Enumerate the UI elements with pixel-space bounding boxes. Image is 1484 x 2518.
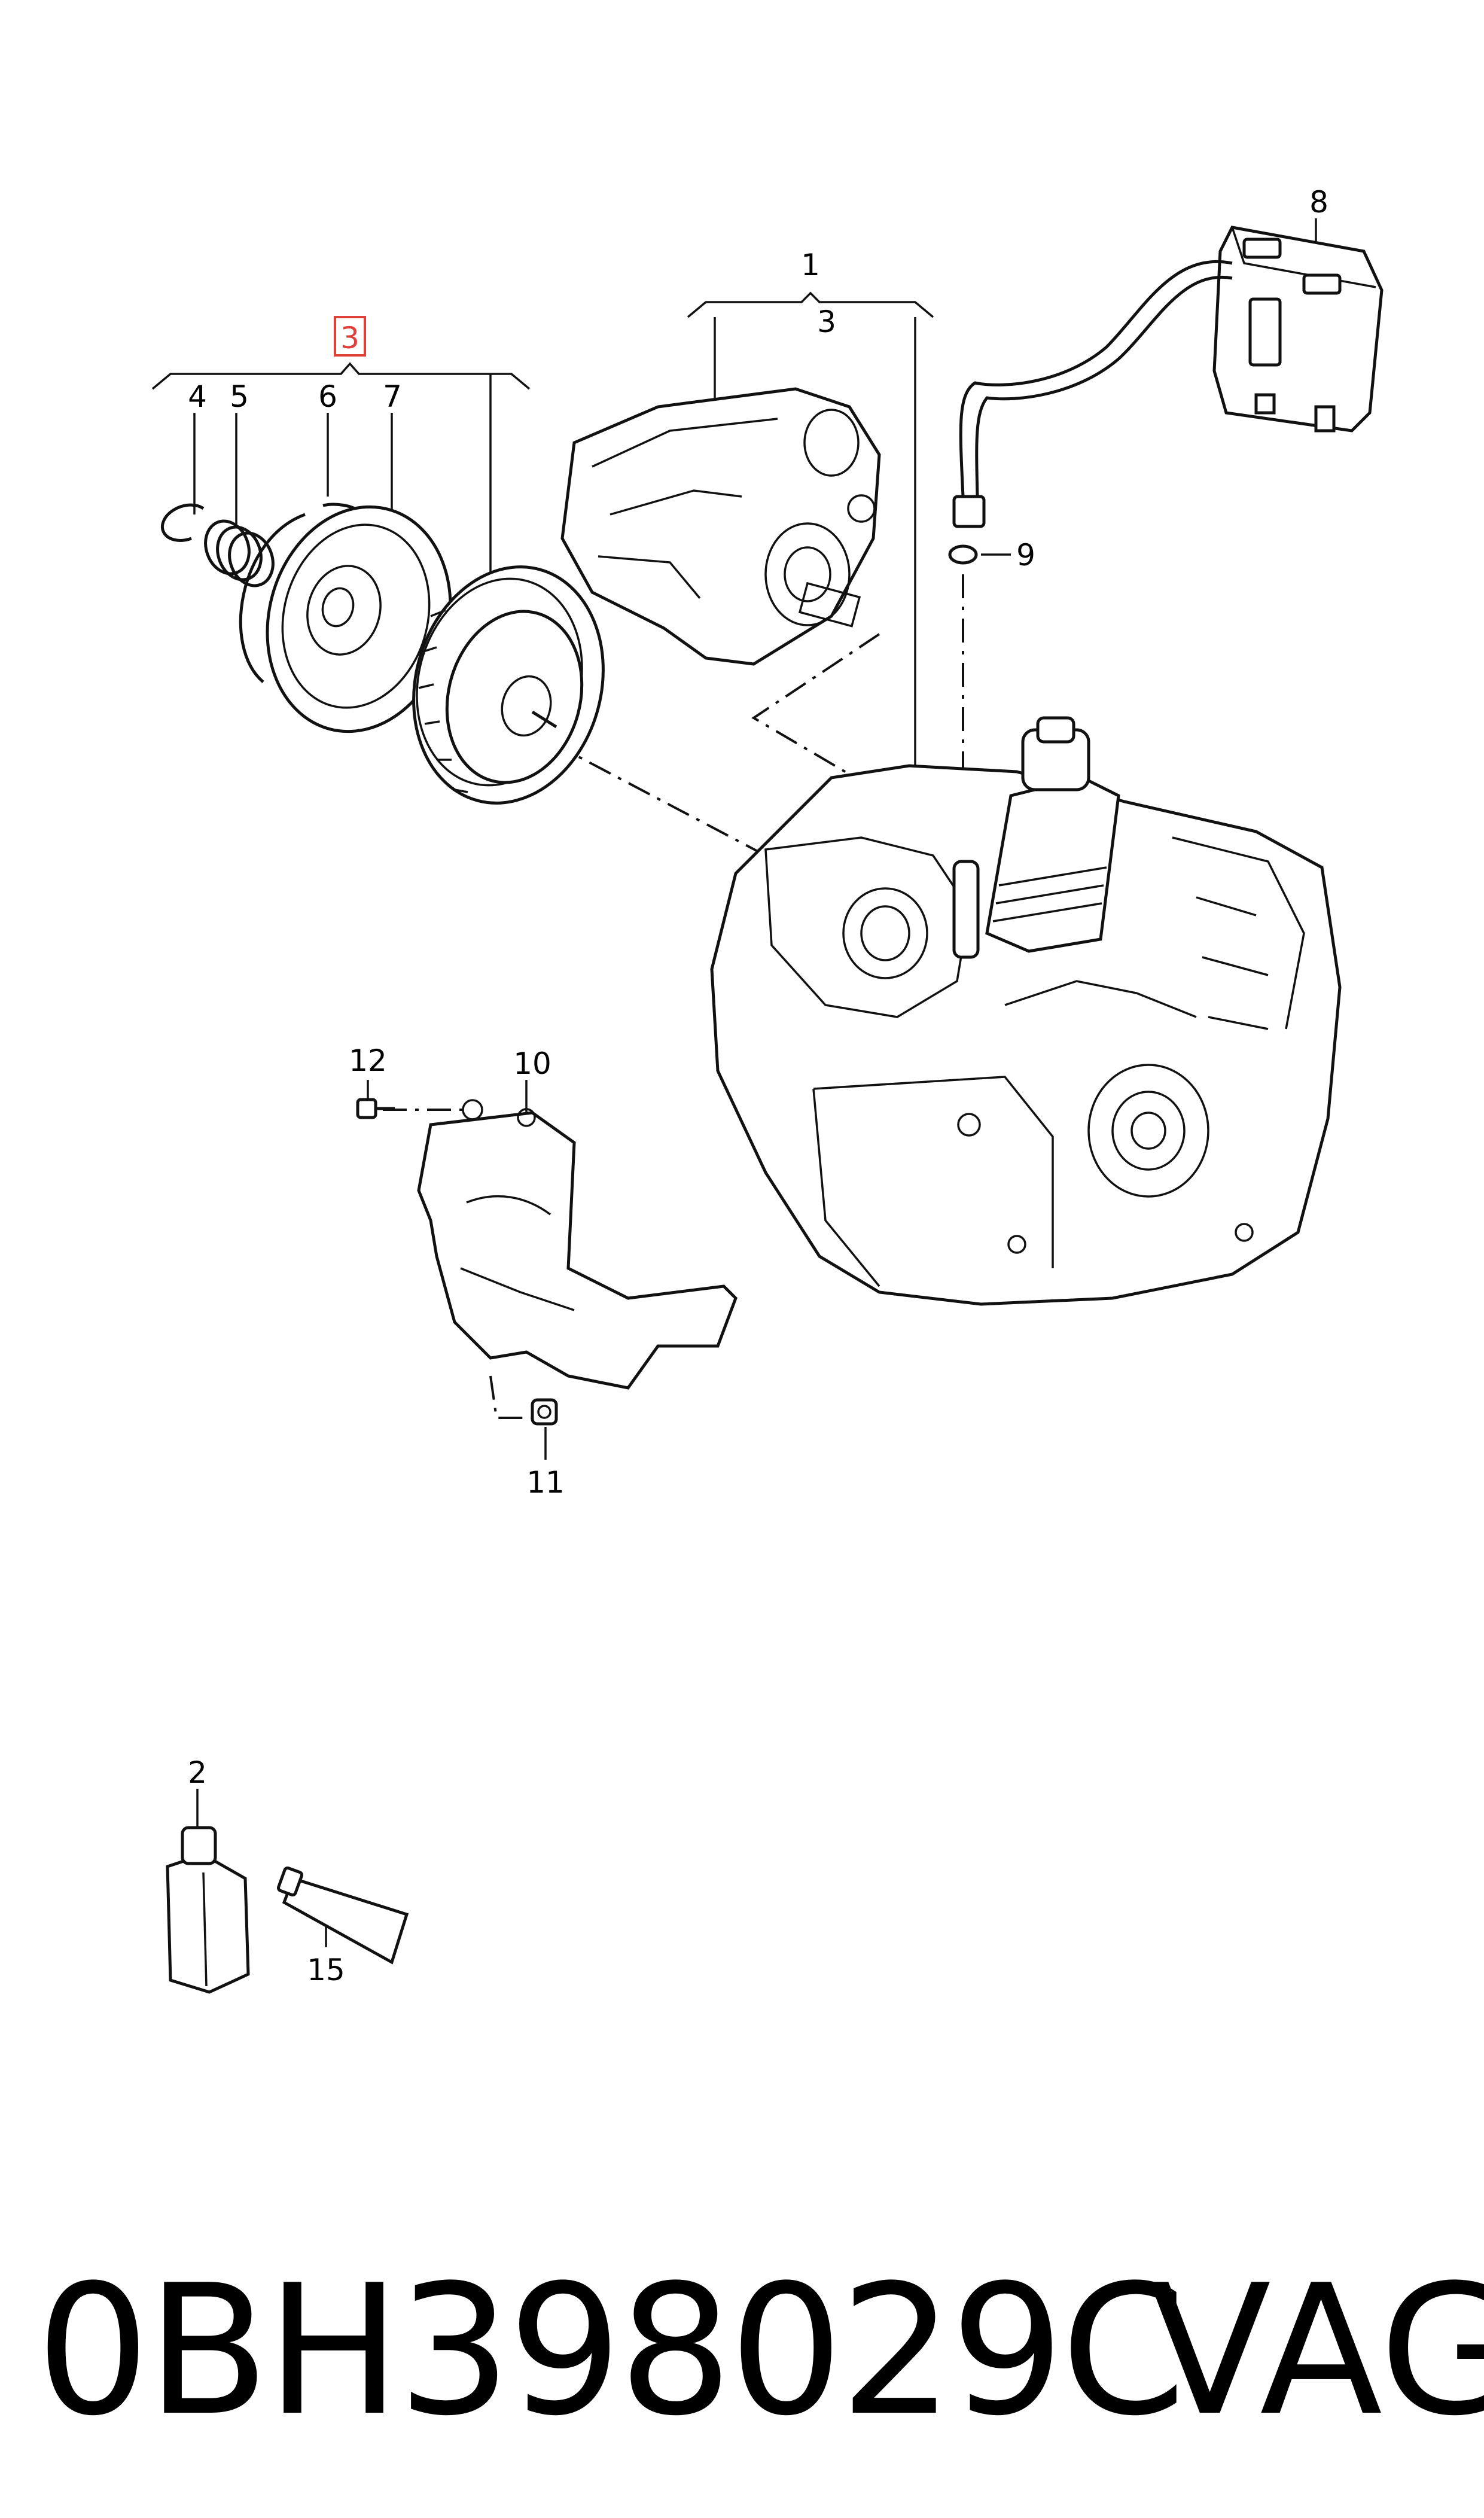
bracket-group-1 xyxy=(687,291,934,772)
bolt-part xyxy=(356,1098,395,1119)
o-ring-part xyxy=(948,544,978,565)
bracket-group-3 xyxy=(151,362,531,598)
callout-1: 1 xyxy=(801,248,820,282)
callout-5: 5 xyxy=(230,379,249,414)
callout-3-highlight-box xyxy=(334,316,366,357)
cover-part xyxy=(417,1099,738,1390)
callout-6: 6 xyxy=(318,379,337,414)
callout-labels: 1 3 3 4 5 6 7 8 9 10 11 12 2 15 xyxy=(188,185,1328,1987)
spring-rings-part xyxy=(204,519,275,587)
clutch-disc-part xyxy=(266,505,452,733)
dual-clutch-part xyxy=(412,565,605,805)
callout-11: 11 xyxy=(526,1465,565,1500)
callout-10: 10 xyxy=(513,1046,551,1081)
leader-lines xyxy=(193,218,1317,1947)
brand-name: VAG xyxy=(1148,2246,1484,2455)
oil-cooler-part xyxy=(952,716,1120,959)
gear-unit-part xyxy=(560,387,881,666)
part-number: 0BH398029C xyxy=(36,2246,1186,2455)
callout-3-main: 3 xyxy=(817,305,836,339)
footer: 0BH398029C VAG xyxy=(24,2225,1484,2477)
sealant-tube-part xyxy=(276,1866,409,1965)
fluid-bottle-part xyxy=(166,1826,250,1994)
circlip-part xyxy=(161,503,205,542)
callout-8: 8 xyxy=(1309,185,1328,220)
control-unit-part xyxy=(952,226,1384,528)
nut-part xyxy=(531,1398,558,1426)
callout-3-highlight: 3 xyxy=(340,321,359,355)
callout-9: 9 xyxy=(1016,538,1035,573)
callout-4: 4 xyxy=(188,379,207,414)
callout-12: 12 xyxy=(349,1043,387,1078)
alignment-lines xyxy=(383,574,964,1419)
callout-2: 2 xyxy=(188,1755,207,1790)
callout-15: 15 xyxy=(307,1953,345,1987)
transmission-housing xyxy=(710,764,1342,1306)
callout-7: 7 xyxy=(383,379,402,414)
